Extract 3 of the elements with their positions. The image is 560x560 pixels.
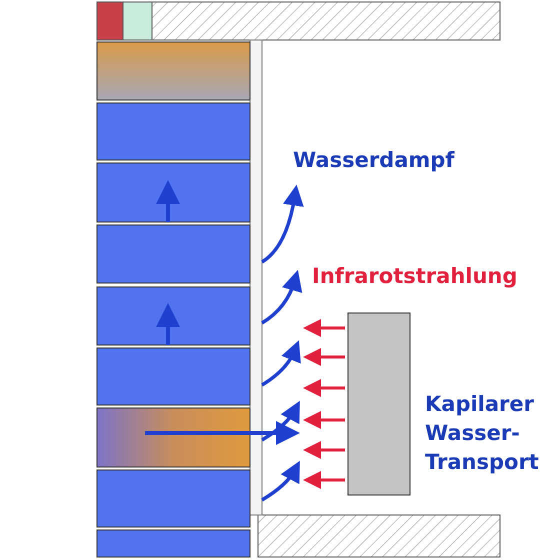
annotation-text: Wasserdampf: [293, 147, 454, 174]
annotation-text: Kapilarer Wasser-Transport: [425, 391, 540, 476]
annotation-text: Infrarotstrahlung: [312, 263, 518, 290]
